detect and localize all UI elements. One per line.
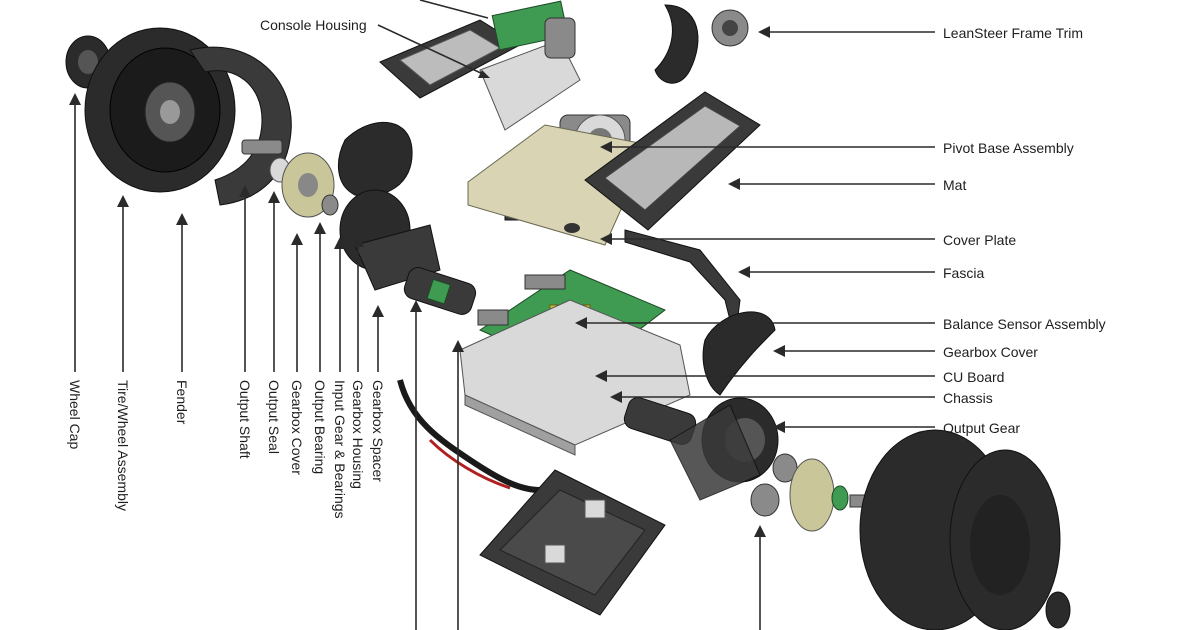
cover-plate — [467, 124, 651, 246]
label-output-shaft: Output Shaft — [237, 380, 253, 459]
cable-assembly — [397, 379, 541, 493]
label-cover-plate: Cover Plate — [943, 232, 1016, 248]
label-output-seal: Output Seal — [266, 380, 282, 454]
left-gearbox-cover — [281, 152, 339, 218]
left-motor — [403, 267, 477, 315]
label-leansteer-frame-trim: LeanSteer Frame Trim — [943, 25, 1083, 41]
parts-illustration — [65, 0, 1071, 630]
right-gearbox-cover — [702, 311, 776, 396]
labels-right: Console Housing LeanSteer Frame Trim Piv… — [260, 17, 1106, 436]
label-cu-board: CU Board — [943, 369, 1004, 385]
left-gearbox-housing — [337, 121, 441, 291]
leader-lines — [69, 0, 935, 630]
label-gearbox-housing: Gearbox Housing — [350, 380, 366, 489]
label-balance-sensor-assembly: Balance Sensor Assembly — [943, 316, 1106, 332]
label-console-housing: Console Housing — [260, 17, 367, 33]
battery-pack — [479, 469, 666, 616]
labels-vertical: Wheel Cap Tire/Wheel Assembly Fender Out… — [67, 380, 386, 519]
label-gearbox-cover-right: Gearbox Cover — [943, 344, 1038, 360]
left-fender — [189, 46, 292, 206]
label-gearbox-cover-left: Gearbox Cover — [289, 380, 305, 475]
label-output-gear: Output Gear — [943, 420, 1020, 436]
right-tire-wheel — [859, 429, 1071, 630]
right-output-gear — [669, 397, 779, 501]
console-housing — [379, 0, 581, 131]
label-chassis: Chassis — [943, 390, 993, 406]
left-tire-wheel — [84, 27, 236, 193]
label-input-gear-bearings: Input Gear & Bearings — [332, 380, 348, 519]
label-tire-wheel-assembly: Tire/Wheel Assembly — [115, 380, 131, 511]
label-wheel-cap: Wheel Cap — [67, 380, 83, 449]
label-pivot-base-assembly: Pivot Base Assembly — [943, 140, 1074, 156]
label-gearbox-spacer: Gearbox Spacer — [370, 380, 386, 482]
label-mat: Mat — [943, 177, 966, 193]
label-fender: Fender — [174, 380, 190, 425]
label-output-bearing: Output Bearing — [312, 380, 328, 474]
leansteer-frame-trim — [654, 4, 749, 84]
right-mat — [584, 91, 761, 231]
label-fascia: Fascia — [943, 265, 984, 281]
